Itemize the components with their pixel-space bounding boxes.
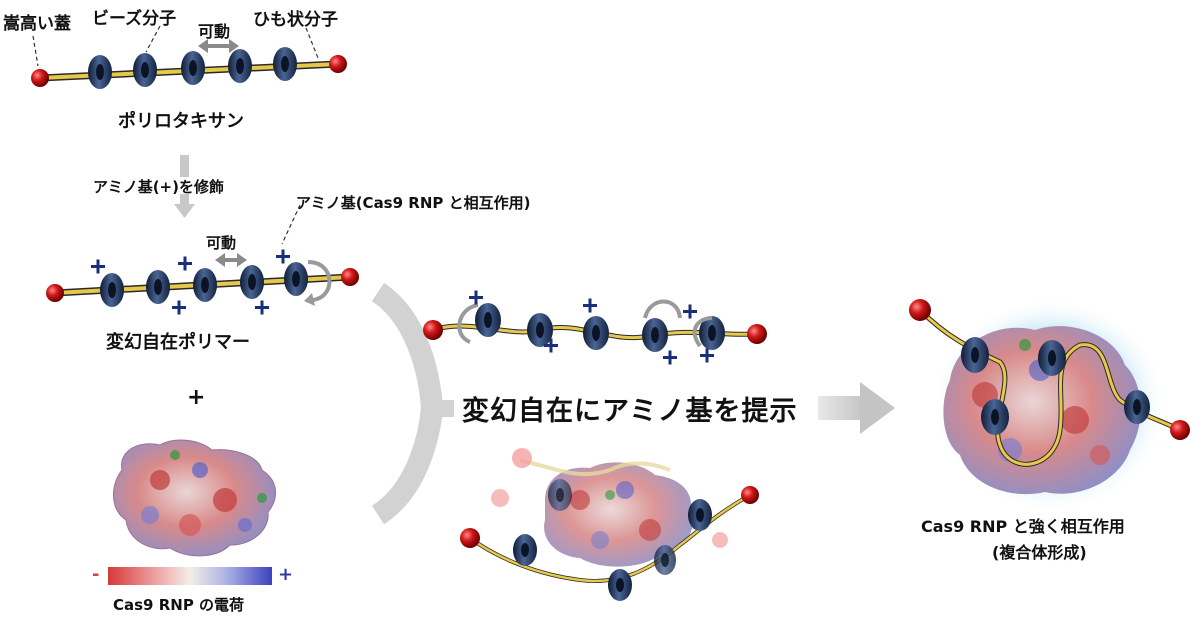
ring-molecule-icon	[1038, 340, 1066, 376]
cap-sphere-icon	[747, 324, 767, 344]
ring-molecule-icon	[133, 53, 157, 87]
ring-molecule-icon	[100, 273, 124, 307]
polyrotaxane-top	[31, 25, 347, 89]
cap-sphere-icon	[341, 268, 359, 286]
ring-molecule-icon	[981, 399, 1009, 435]
ring-molecule-icon	[699, 316, 725, 350]
label-cas9-charge: Cas9 RNP の電荷	[113, 596, 245, 614]
label-movable-top: 可動	[198, 22, 231, 41]
label-polyrotaxane: ポリロタキサン	[118, 111, 244, 132]
cas9-protein	[113, 439, 276, 557]
complex-center-bottom	[460, 448, 759, 601]
ring-molecule-icon	[548, 479, 572, 511]
cap-sphere-icon	[741, 486, 759, 504]
ring-molecule-icon	[475, 303, 501, 337]
ring-molecule-icon	[193, 268, 217, 302]
ring-molecule-icon	[688, 499, 712, 531]
ring-molecule-icon	[513, 534, 537, 566]
double-arrow-icon	[198, 39, 239, 53]
label-present-amino: 変幻自在にアミノ基を提示	[462, 396, 798, 427]
label-bulky-cap: 嵩高い蓋	[3, 14, 71, 34]
protein-surface-icon	[113, 439, 276, 557]
protein-surface-icon	[544, 462, 693, 567]
modification-arrow-icon	[174, 155, 195, 218]
cap-sphere-icon	[1170, 420, 1190, 440]
rotation-arrow-icon	[307, 260, 332, 302]
ring-molecule-icon	[240, 265, 264, 299]
ring-molecule-icon	[608, 569, 632, 601]
plus-charge-icon	[91, 249, 290, 315]
shapeshifting-polymer	[46, 204, 359, 315]
cap-sphere-icon	[31, 69, 49, 87]
label-modify-amino: アミノ基(+)を修飾	[93, 178, 224, 196]
cap-sphere-icon	[329, 55, 347, 73]
cap-sphere-icon	[460, 528, 480, 548]
plus-charge-icon	[469, 290, 714, 365]
label-bead-molecule: ビーズ分子	[92, 9, 177, 29]
ring-molecule-icon	[583, 316, 609, 350]
ring-molecule-icon	[284, 262, 308, 296]
rotation-arrow-icon	[643, 299, 682, 319]
ring-molecule-icon	[961, 337, 989, 373]
rotation-arrow-icon	[692, 316, 713, 348]
ring-molecule-icon	[527, 313, 553, 347]
label-result-line2: (複合体形成)	[992, 543, 1087, 562]
ring-molecule-icon	[181, 51, 205, 85]
label-amino-cas9: アミノ基(Cas9 RNP と相互作用)	[296, 194, 531, 212]
label-movable-mid: 可動	[206, 234, 237, 252]
label-result-line1: Cas9 RNP と強く相互作用	[921, 517, 1125, 536]
ring-molecule-icon	[642, 318, 668, 352]
ring-molecule-icon	[228, 49, 252, 83]
ring-molecule-icon	[146, 270, 170, 304]
rotation-arrow-icon	[457, 303, 479, 344]
ring-molecule-icon	[273, 47, 297, 81]
label-shapeshifting-polymer: 変幻自在ポリマー	[106, 332, 250, 353]
cap-sphere-icon	[909, 299, 931, 321]
ring-molecule-icon	[88, 55, 112, 89]
label-string-molecule: ひも状分子	[253, 10, 338, 30]
merge-arrow	[371, 282, 895, 525]
complex-final	[909, 297, 1190, 513]
scale-plus-label: +	[278, 564, 294, 585]
ring-molecule-icon	[654, 545, 676, 575]
cap-sphere-icon	[423, 320, 443, 340]
double-arrow-icon	[215, 253, 247, 267]
ring-molecule-icon	[1124, 390, 1150, 424]
label-plus-sign: +	[187, 385, 206, 410]
dynamic-polymer-center	[423, 290, 767, 365]
scale-minus-label: -	[92, 564, 100, 585]
charge-scale-bar	[108, 567, 272, 585]
cap-sphere-icon	[46, 284, 64, 302]
